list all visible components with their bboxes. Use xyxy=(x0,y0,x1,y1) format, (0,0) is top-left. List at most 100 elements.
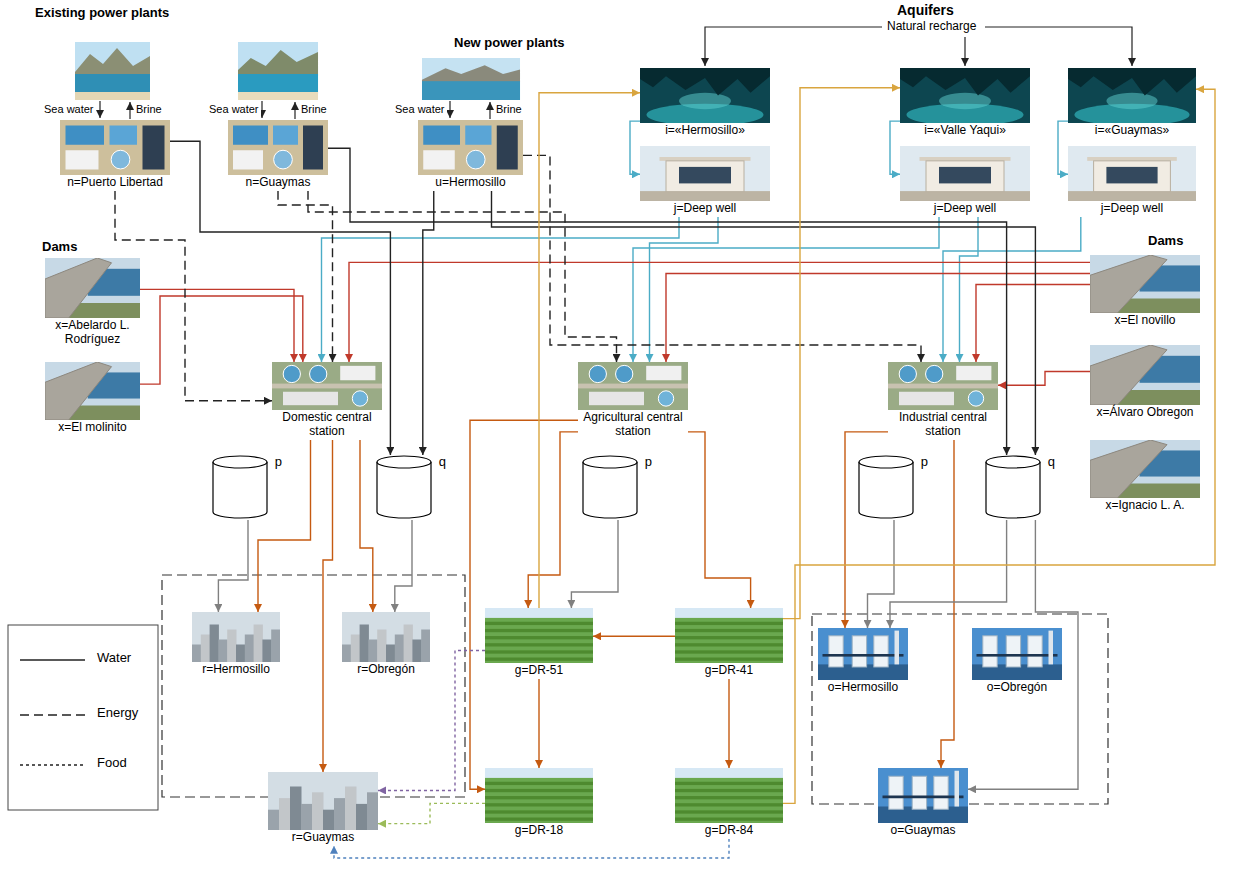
field-ground xyxy=(485,608,593,663)
dam-illustration xyxy=(45,258,140,318)
station-building xyxy=(646,366,681,380)
field-illustration xyxy=(485,768,593,823)
flow-connector xyxy=(334,839,729,858)
plant-picture xyxy=(418,120,523,175)
node-caption: j=Deep well xyxy=(1068,201,1196,217)
city-block xyxy=(201,635,210,663)
node-caption: r=Hermosillo xyxy=(192,662,280,678)
label-holder: Sea water xyxy=(42,103,96,116)
label-holder: Brine xyxy=(299,103,329,116)
dam-picture xyxy=(45,362,140,420)
station-node: Agricultural central station xyxy=(578,362,688,440)
sea-picture xyxy=(238,42,318,100)
crop-row xyxy=(485,803,593,806)
field-picture xyxy=(485,768,593,823)
station-basin xyxy=(283,365,300,382)
crop-row xyxy=(485,658,593,661)
crop-row xyxy=(675,818,783,821)
sea-picture xyxy=(422,58,520,100)
flow-connector xyxy=(976,285,1090,362)
dam-node: x=El novillo xyxy=(1090,255,1200,329)
flow-connector xyxy=(968,520,1078,789)
flow-connector xyxy=(783,89,1215,803)
aquifer-picture xyxy=(640,68,770,123)
station-node: Industrial central station xyxy=(888,362,998,440)
well-node: j=Deep well xyxy=(1068,146,1196,217)
beach xyxy=(75,92,150,100)
well-building xyxy=(1094,161,1171,192)
flow-connector xyxy=(728,679,729,768)
tank-body xyxy=(213,462,267,518)
label-holder: Aquifers xyxy=(895,2,956,18)
city-block xyxy=(386,645,395,663)
node-caption: x=El molinito xyxy=(45,420,140,436)
tank-body xyxy=(859,462,913,518)
plant-illustration xyxy=(418,120,523,175)
tank-body xyxy=(377,462,431,518)
field-picture xyxy=(675,768,783,823)
industry-tower xyxy=(983,636,997,667)
industry-chimney xyxy=(895,631,900,665)
field-node: g=DR-41 xyxy=(675,608,783,679)
flow-connector xyxy=(539,92,640,608)
city-block xyxy=(254,625,263,663)
industry-sky xyxy=(878,768,968,823)
label-holder: Dams xyxy=(1146,234,1185,249)
crop-row xyxy=(485,636,593,639)
crop-row xyxy=(485,643,593,646)
tank-top xyxy=(583,456,637,468)
well-window xyxy=(1106,167,1157,184)
plant-tank xyxy=(274,150,293,169)
city-block xyxy=(360,625,369,663)
group-heading: Dams xyxy=(1146,234,1185,249)
sky xyxy=(1090,345,1200,405)
city-block xyxy=(227,630,236,663)
node-caption: Agricultural central station xyxy=(578,410,688,440)
crop-row xyxy=(675,658,783,661)
city-block xyxy=(271,630,280,663)
well-roof xyxy=(1087,157,1177,161)
sky xyxy=(1090,255,1200,313)
brine-arrow xyxy=(294,102,295,119)
city-block xyxy=(236,645,245,663)
plant-illustration xyxy=(228,120,328,175)
solar-panel xyxy=(143,126,165,170)
sky xyxy=(45,362,140,420)
crop-row xyxy=(675,629,783,632)
recharge-bracket xyxy=(985,27,1132,66)
city-block xyxy=(334,798,346,830)
crop-row xyxy=(675,810,783,813)
sky xyxy=(900,146,1030,201)
crop-row xyxy=(485,796,593,799)
city-block xyxy=(301,804,313,830)
crop-row xyxy=(485,782,593,785)
city-block xyxy=(279,798,291,830)
flow-label: Sea water xyxy=(42,103,96,116)
crop-row xyxy=(485,789,593,792)
station-road xyxy=(888,384,998,389)
dam-node: x=El molinito xyxy=(45,362,140,436)
node-caption: j=Deep well xyxy=(900,201,1030,217)
station-basin xyxy=(899,365,916,382)
field-illustration xyxy=(675,608,783,663)
dam-illustration xyxy=(45,362,140,420)
flow-connector xyxy=(538,679,539,768)
tank-node: p xyxy=(212,455,284,520)
node-caption: j=Deep well xyxy=(640,201,770,217)
sky xyxy=(342,612,430,662)
crop-row xyxy=(675,643,783,646)
sky xyxy=(485,608,593,618)
station-ground xyxy=(578,362,688,410)
flow-connector xyxy=(960,217,979,362)
sea-water-arrow xyxy=(449,101,450,118)
flow-connector xyxy=(523,155,921,362)
dam-illustration xyxy=(1090,345,1200,405)
city-node: r=Hermosillo xyxy=(192,612,280,678)
plant-illustration xyxy=(60,120,170,175)
station-node: Domestic central station xyxy=(272,362,382,440)
mountain xyxy=(422,65,520,82)
aquifer-node: i=«Hermosillo» xyxy=(640,68,770,139)
flow-connector xyxy=(323,440,333,772)
city-block xyxy=(377,630,386,663)
plant-node: n=Puerto Libertad xyxy=(60,120,170,191)
